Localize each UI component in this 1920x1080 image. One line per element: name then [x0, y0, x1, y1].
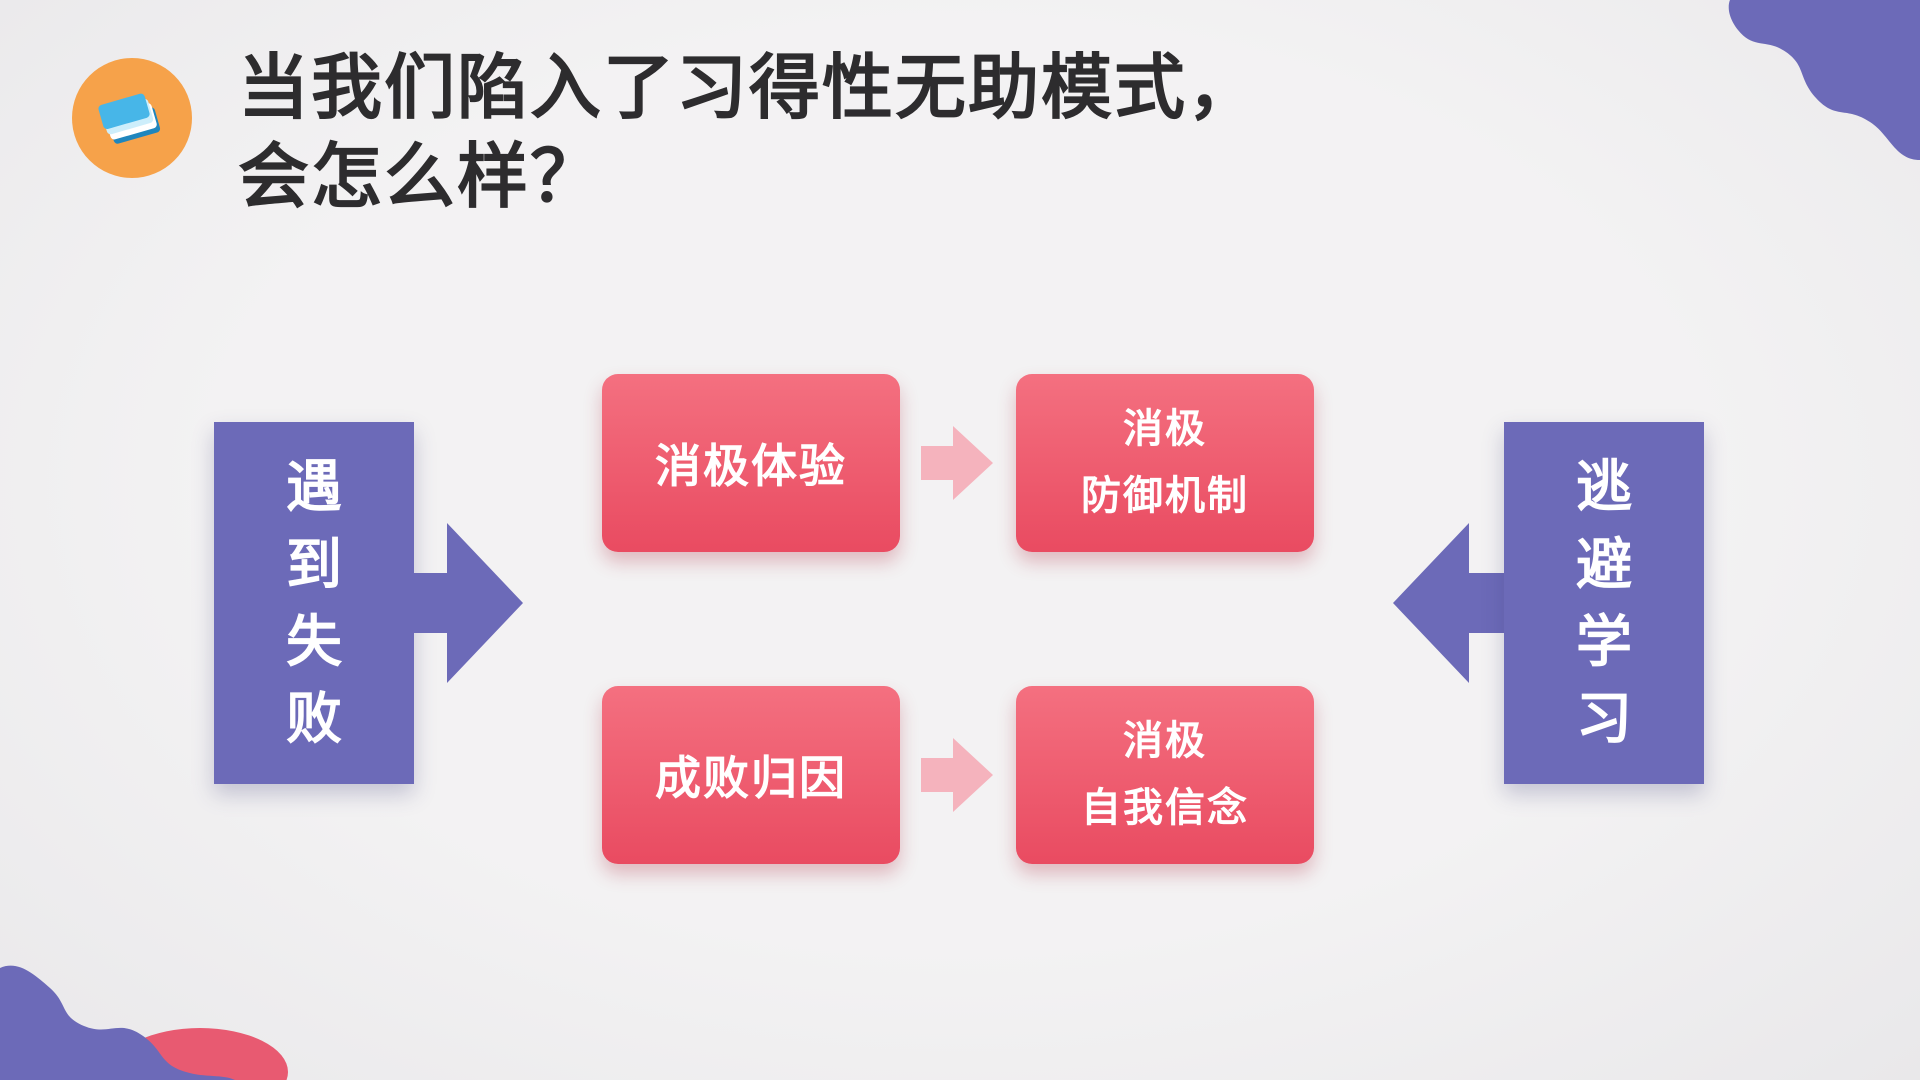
- corner-blob-top-right: [1728, 0, 1920, 160]
- slide-title: 当我们陷入了习得性无助模式， 会怎么样？: [238, 44, 1260, 223]
- encounter-failure-label: 遇 到 失 败: [286, 455, 342, 751]
- encounter-failure-panel: 遇 到 失 败: [214, 422, 414, 784]
- book-icon: [98, 93, 161, 144]
- negative-defense-line2: 防御机制: [1081, 474, 1249, 518]
- negative-experience-box: 消极体验: [602, 374, 900, 552]
- self-belief-box: 消极 自我信念: [1016, 686, 1314, 864]
- self-belief-line2: 自我信念: [1081, 786, 1249, 830]
- title-line-2: 会怎么样？: [238, 138, 604, 218]
- negative-defense-box: 消极 防御机制: [1016, 374, 1314, 552]
- flow-arrow-row2-icon: [921, 738, 993, 812]
- attribution-label: 成败归因: [655, 752, 847, 804]
- title-line-1: 当我们陷入了习得性无助模式，: [238, 49, 1261, 128]
- self-belief-line1: 消极: [1123, 718, 1207, 763]
- arrow-left-icon: [1393, 523, 1505, 683]
- flow-arrow-row1-icon: [921, 426, 993, 500]
- avoid-learning-label: 逃 避 学 习: [1576, 455, 1632, 751]
- avoid-learning-panel: 逃 避 学 习: [1504, 422, 1704, 784]
- arrow-right-icon: [411, 523, 523, 683]
- negative-experience-label: 消极体验: [655, 440, 847, 492]
- book-badge: [72, 58, 192, 178]
- negative-defense-line1: 消极: [1123, 406, 1207, 451]
- corner-blob-bottom-left: [0, 965, 288, 1080]
- attribution-box: 成败归因: [602, 686, 900, 864]
